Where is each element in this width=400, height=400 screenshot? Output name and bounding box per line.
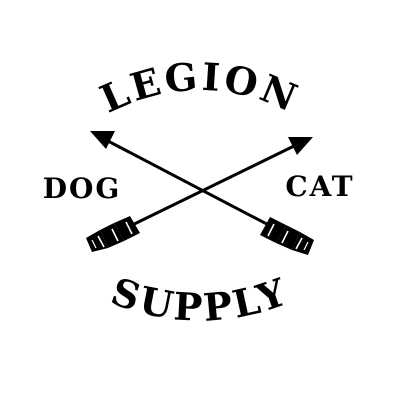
arrow-up-right-icon [86,137,313,252]
crossed-arrows-icon [86,131,314,255]
logo-bottom-word: SUPPLY [106,268,294,330]
logo-top-word: LEGION [93,53,306,121]
arrow-up-left-icon [90,131,314,255]
logo-left-word: DOG [43,172,122,205]
logo-right-word: CAT [285,170,354,203]
